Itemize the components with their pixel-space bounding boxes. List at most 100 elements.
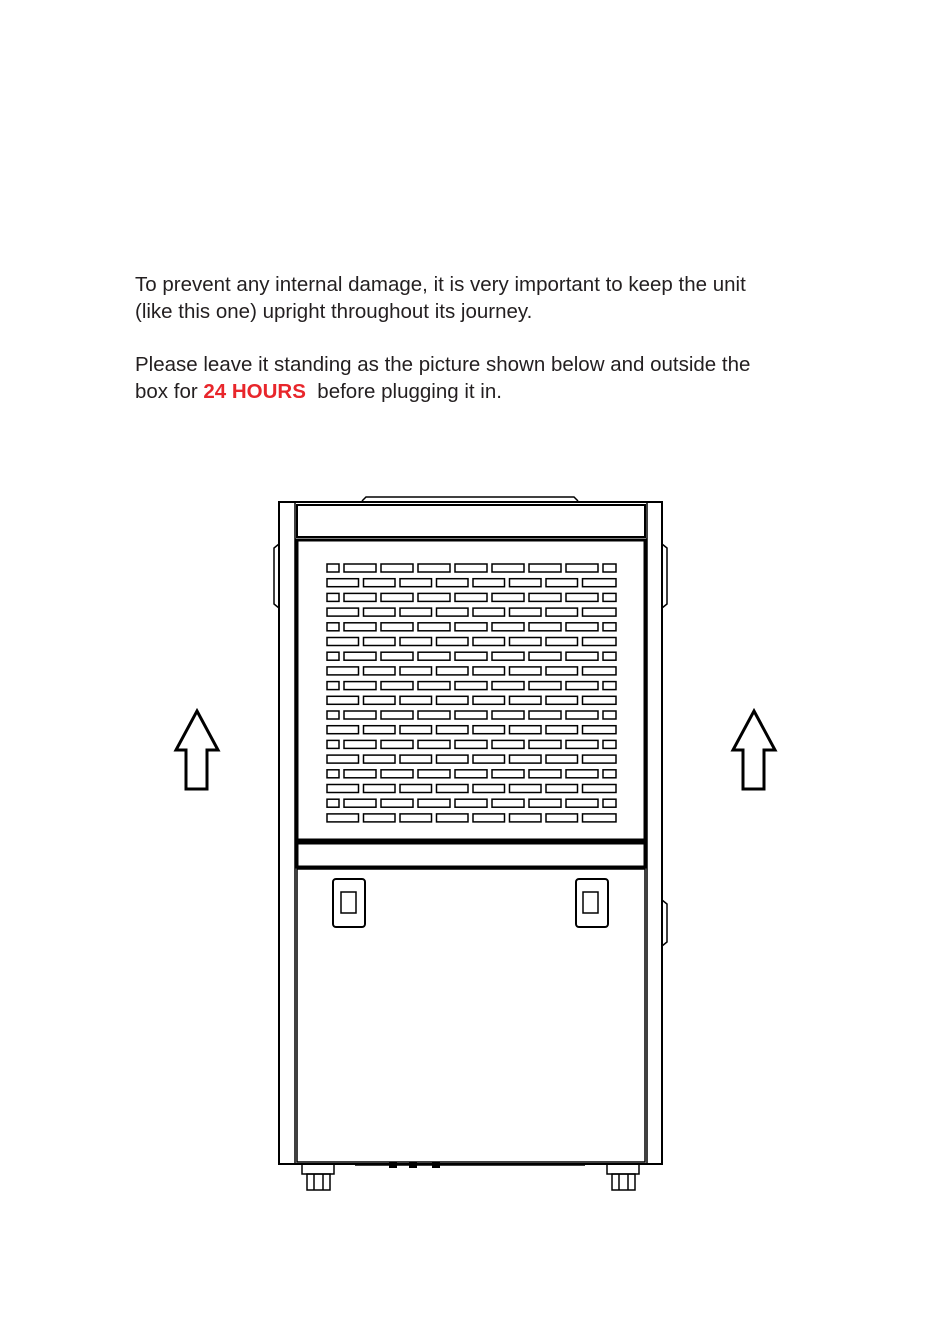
grille-slot — [603, 564, 616, 572]
grille-slot — [473, 785, 505, 793]
grille-slot — [437, 696, 469, 704]
grille-slot — [418, 593, 450, 601]
grille-slot — [492, 652, 524, 660]
grille-slot — [400, 755, 432, 763]
grille-slot — [400, 785, 432, 793]
grille-slot — [492, 593, 524, 601]
grille-slot — [473, 667, 505, 675]
grille-slot — [418, 799, 450, 807]
grille-slot — [566, 564, 598, 572]
grille-slot — [437, 785, 469, 793]
grille-slot — [327, 785, 359, 793]
grille-slot — [546, 726, 578, 734]
grille-slot — [400, 667, 432, 675]
grille-slot — [455, 740, 487, 748]
grille-slot — [566, 770, 598, 778]
grille-slot — [344, 682, 376, 690]
grille-slot — [529, 740, 561, 748]
grille-slot — [327, 638, 359, 646]
grille-slot — [546, 608, 578, 616]
grille-slot — [364, 638, 396, 646]
grille-slot — [437, 755, 469, 763]
grille-slot — [566, 593, 598, 601]
grille-slot — [603, 593, 616, 601]
grille-slot — [492, 770, 524, 778]
grille-slot — [510, 755, 542, 763]
grille-slot — [510, 785, 542, 793]
grille-slot — [381, 740, 413, 748]
grille-slot — [455, 711, 487, 719]
grille-slot — [583, 755, 617, 763]
grille-slot — [455, 593, 487, 601]
grille-slot — [437, 726, 469, 734]
grille-slot — [603, 682, 616, 690]
grille-slot — [327, 623, 339, 631]
grille-slot — [492, 623, 524, 631]
grille-slot — [529, 711, 561, 719]
grille-slot — [566, 623, 598, 631]
grille-slot — [583, 608, 617, 616]
air-grille — [327, 564, 616, 822]
grille-slot — [400, 814, 432, 822]
grille-slot — [418, 682, 450, 690]
grille-slot — [381, 564, 413, 572]
grille-slot — [546, 696, 578, 704]
up-arrow-icon-right — [733, 711, 775, 789]
grille-slot — [603, 740, 616, 748]
grille-slot — [364, 667, 396, 675]
grille-slot — [381, 593, 413, 601]
grille-slot — [603, 652, 616, 660]
grille-slot — [473, 696, 505, 704]
up-arrow-icon-left — [176, 711, 218, 789]
grille-slot — [455, 652, 487, 660]
grille-slot — [566, 711, 598, 719]
grille-slot — [327, 579, 359, 587]
grille-slot — [603, 623, 616, 631]
grille-slot — [327, 696, 359, 704]
grille-slot — [546, 667, 578, 675]
grille-slot — [400, 696, 432, 704]
grille-slot — [381, 682, 413, 690]
grille-slot — [381, 623, 413, 631]
grille-slot — [510, 638, 542, 646]
grille-slot — [344, 711, 376, 719]
grille-slot — [364, 814, 396, 822]
grille-slot — [492, 564, 524, 572]
grille-slot — [583, 785, 617, 793]
grille-slot — [364, 755, 396, 763]
grille-slot — [418, 623, 450, 631]
grille-slot — [546, 755, 578, 763]
grille-slot — [364, 579, 396, 587]
grille-slot — [492, 740, 524, 748]
grille-slot — [583, 814, 617, 822]
grille-slot — [364, 785, 396, 793]
grille-slot — [473, 814, 505, 822]
grille-slot — [529, 799, 561, 807]
grille-slot — [510, 696, 542, 704]
grille-slot — [437, 667, 469, 675]
grille-slot — [364, 696, 396, 704]
grille-slot — [603, 711, 616, 719]
grille-slot — [364, 726, 396, 734]
grille-slot — [327, 667, 359, 675]
grille-slot — [327, 593, 339, 601]
grille-slot — [546, 814, 578, 822]
grille-slot — [473, 755, 505, 763]
grille-slot — [529, 623, 561, 631]
grille-slot — [455, 564, 487, 572]
grille-slot — [492, 799, 524, 807]
grille-slot — [418, 652, 450, 660]
grille-slot — [583, 638, 617, 646]
grille-slot — [344, 770, 376, 778]
grille-slot — [364, 608, 396, 616]
grille-slot — [473, 608, 505, 616]
grille-slot — [344, 593, 376, 601]
grille-slot — [381, 799, 413, 807]
grille-slot — [473, 579, 505, 587]
grille-slot — [546, 785, 578, 793]
grille-slot — [327, 682, 339, 690]
grille-slot — [510, 814, 542, 822]
grille-slot — [327, 740, 339, 748]
grille-slot — [510, 667, 542, 675]
